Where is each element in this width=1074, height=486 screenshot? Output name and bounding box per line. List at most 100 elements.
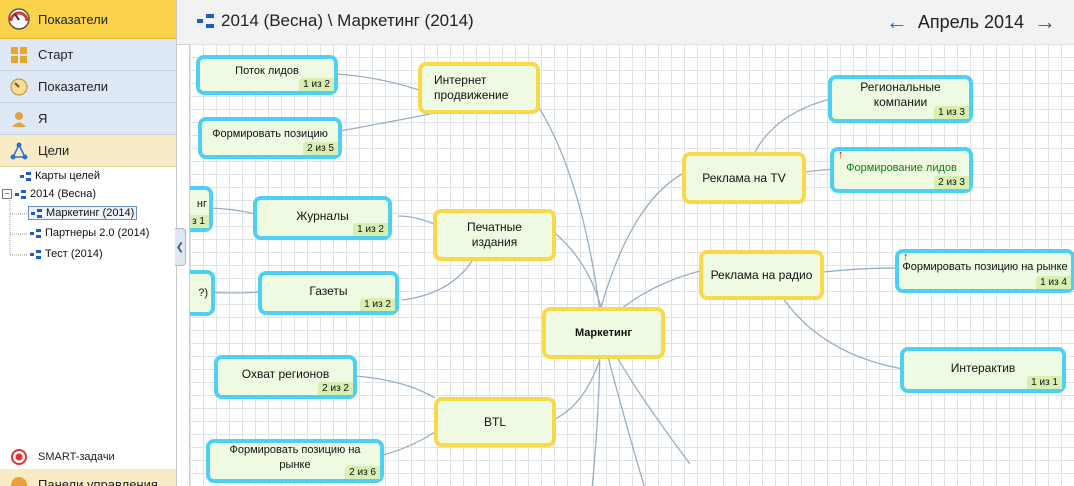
- collapse-sidebar-button[interactable]: ❮: [175, 228, 186, 266]
- node-label: Интерактив: [950, 360, 1016, 375]
- sidebar-item-goals[interactable]: Цели: [0, 135, 176, 167]
- node-label: Интернет продвижение: [434, 73, 509, 102]
- node-label: Реклама на TV: [702, 170, 786, 185]
- user-icon: [0, 110, 38, 128]
- map-icon: [31, 208, 43, 218]
- next-period-button[interactable]: →: [1034, 9, 1056, 34]
- goal-node-radio[interactable]: Реклама на радио: [699, 250, 824, 300]
- status-badge: 1 из 1: [1027, 376, 1062, 389]
- node-label: Маркетинг: [575, 326, 632, 339]
- dashboard-icon: [0, 475, 38, 486]
- node-label: Журналы: [296, 208, 349, 223]
- period-label: Апрель 2014: [917, 11, 1024, 32]
- page-title: 2014 (Весна) \ Маркетинг (2014): [221, 11, 474, 30]
- map-icon: [15, 189, 27, 199]
- kpi-node[interactable]: ?): [190, 270, 215, 316]
- tree-item-label: Маркетинг (2014): [46, 207, 135, 219]
- breadcrumb: 2014 (Весна) \ Маркетинг (2014): [197, 11, 474, 31]
- prev-period-button[interactable]: ←: [885, 9, 908, 34]
- gauge-icon: [0, 7, 38, 31]
- sidebar-item-label: Старт: [38, 47, 74, 62]
- goal-node-print[interactable]: Печатные издания: [433, 209, 556, 261]
- node-label: ?): [198, 286, 208, 299]
- period-switcher: ← Апрель 2014 →: [876, 9, 1056, 35]
- target-icon: [0, 448, 38, 465]
- tree-item-label: 2014 (Весна): [30, 188, 96, 200]
- tree-item-label: Тест (2014): [45, 248, 103, 260]
- kpi-node[interactable]: нг з 1: [190, 186, 213, 232]
- sidebar-item-smart-tasks[interactable]: SMART-задачи: [0, 444, 176, 469]
- node-label: Формировать позицию: [212, 127, 328, 140]
- sidebar-item-label: Панели управления: [38, 476, 158, 486]
- tree-item-partners[interactable]: Партнеры 2.0 (2014): [30, 225, 149, 241]
- kpi-node[interactable]: Формировать позицию на рынке 2 из 6: [206, 439, 384, 483]
- goal-node-center[interactable]: Маркетинг: [542, 307, 665, 359]
- tree-item-label: Партнеры 2.0 (2014): [45, 227, 150, 239]
- kpi-node[interactable]: Формировать позицию 2 из 5: [198, 117, 342, 159]
- speedometer-icon: [0, 78, 38, 96]
- node-label: Поток лидов: [235, 64, 299, 77]
- goal-node-btl[interactable]: BTL: [434, 397, 556, 447]
- node-label: нг: [196, 197, 207, 210]
- sidebar-item-label: Я: [38, 111, 48, 126]
- node-label: Охват регионов: [241, 366, 330, 381]
- node-label: Газеты: [309, 283, 348, 298]
- chevron-left-icon: ❮: [175, 241, 185, 253]
- sidebar-top-label: Показатели: [38, 11, 108, 27]
- map-icon: [30, 249, 42, 259]
- sidebar-item-me[interactable]: Я: [0, 103, 176, 135]
- node-label: Реклама на радио: [710, 267, 813, 282]
- sidebar-item-indicators[interactable]: Показатели: [0, 71, 176, 103]
- goal-node-internet[interactable]: Интернет продвижение: [418, 62, 540, 114]
- kpi-node[interactable]: Интерактив 1 из 1: [900, 347, 1066, 393]
- sidebar-item-start[interactable]: Старт: [0, 39, 176, 71]
- map-icon: [20, 171, 32, 181]
- kpi-node[interactable]: Журналы 1 из 2: [253, 196, 392, 240]
- sidebar-item-indicators-top[interactable]: Показатели: [0, 0, 176, 39]
- sidebar: Показатели Старт Показатели Я Цели Карты…: [0, 0, 177, 486]
- page-header: 2014 (Весна) \ Маркетинг (2014) ← Апрель…: [177, 0, 1074, 45]
- node-label: Формировать позицию на рынке: [902, 260, 1068, 273]
- node-label: BTL: [483, 414, 506, 429]
- grid-icon: [0, 46, 38, 64]
- sidebar-item-label: Цели: [38, 143, 70, 158]
- trend-up-icon: ↑: [838, 149, 844, 161]
- status-badge: 2 из 2: [318, 382, 353, 395]
- sidebar-item-label: SMART-задачи: [38, 450, 115, 463]
- status-badge: 1 из 4: [1036, 276, 1071, 289]
- tree-item-season[interactable]: − 2014 (Весна): [2, 186, 96, 202]
- status-badge: 2 из 3: [934, 176, 969, 189]
- kpi-node[interactable]: Региональные компании 1 из 3: [828, 75, 973, 123]
- map-links: [204, 73, 904, 486]
- kpi-node[interactable]: ↑ Формирование лидов 2 из 3: [830, 147, 973, 193]
- map-icon: [30, 228, 42, 238]
- node-label: Формирование лидов: [846, 161, 957, 174]
- status-badge: 1 из 2: [353, 223, 388, 236]
- tree-item-test[interactable]: Тест (2014): [30, 246, 103, 262]
- expand-toggle-icon[interactable]: −: [2, 189, 12, 199]
- sidebar-item-dashboards[interactable]: Панели управления: [0, 469, 176, 486]
- goals-tree-icon: [0, 142, 38, 160]
- status-badge: 2 из 6: [345, 466, 380, 479]
- goal-node-tv[interactable]: Реклама на TV: [682, 152, 806, 204]
- tree-item-label: Карты целей: [35, 170, 101, 182]
- goal-map-canvas[interactable]: Интернет продвижение Печатные издания BT…: [189, 44, 1074, 486]
- status-badge: 1 из 3: [934, 106, 969, 119]
- status-badge: з 1: [190, 215, 209, 228]
- tree-item-goal-maps[interactable]: Карты целей: [20, 168, 100, 184]
- kpi-node[interactable]: Охват регионов 2 из 2: [214, 355, 357, 399]
- status-badge: 2 из 5: [303, 142, 338, 155]
- sidebar-item-label: Показатели: [38, 79, 108, 94]
- kpi-node[interactable]: Поток лидов 1 из 2: [196, 55, 338, 95]
- kpi-node[interactable]: ↑ Формировать позицию на рынке 1 из 4: [895, 249, 1074, 293]
- status-badge: 1 из 2: [299, 78, 334, 91]
- node-label: Региональные компании: [860, 80, 941, 109]
- goal-map-icon: [197, 14, 215, 28]
- tree-lines: [9, 198, 28, 256]
- node-label: Формировать позицию на рынке: [229, 444, 361, 471]
- node-label: Печатные издания: [467, 220, 522, 249]
- tree-item-marketing[interactable]: Маркетинг (2014): [28, 205, 138, 221]
- trend-up-icon: ↑: [903, 251, 909, 263]
- kpi-node[interactable]: Газеты 1 из 2: [258, 271, 399, 315]
- status-badge: 1 из 2: [360, 298, 395, 311]
